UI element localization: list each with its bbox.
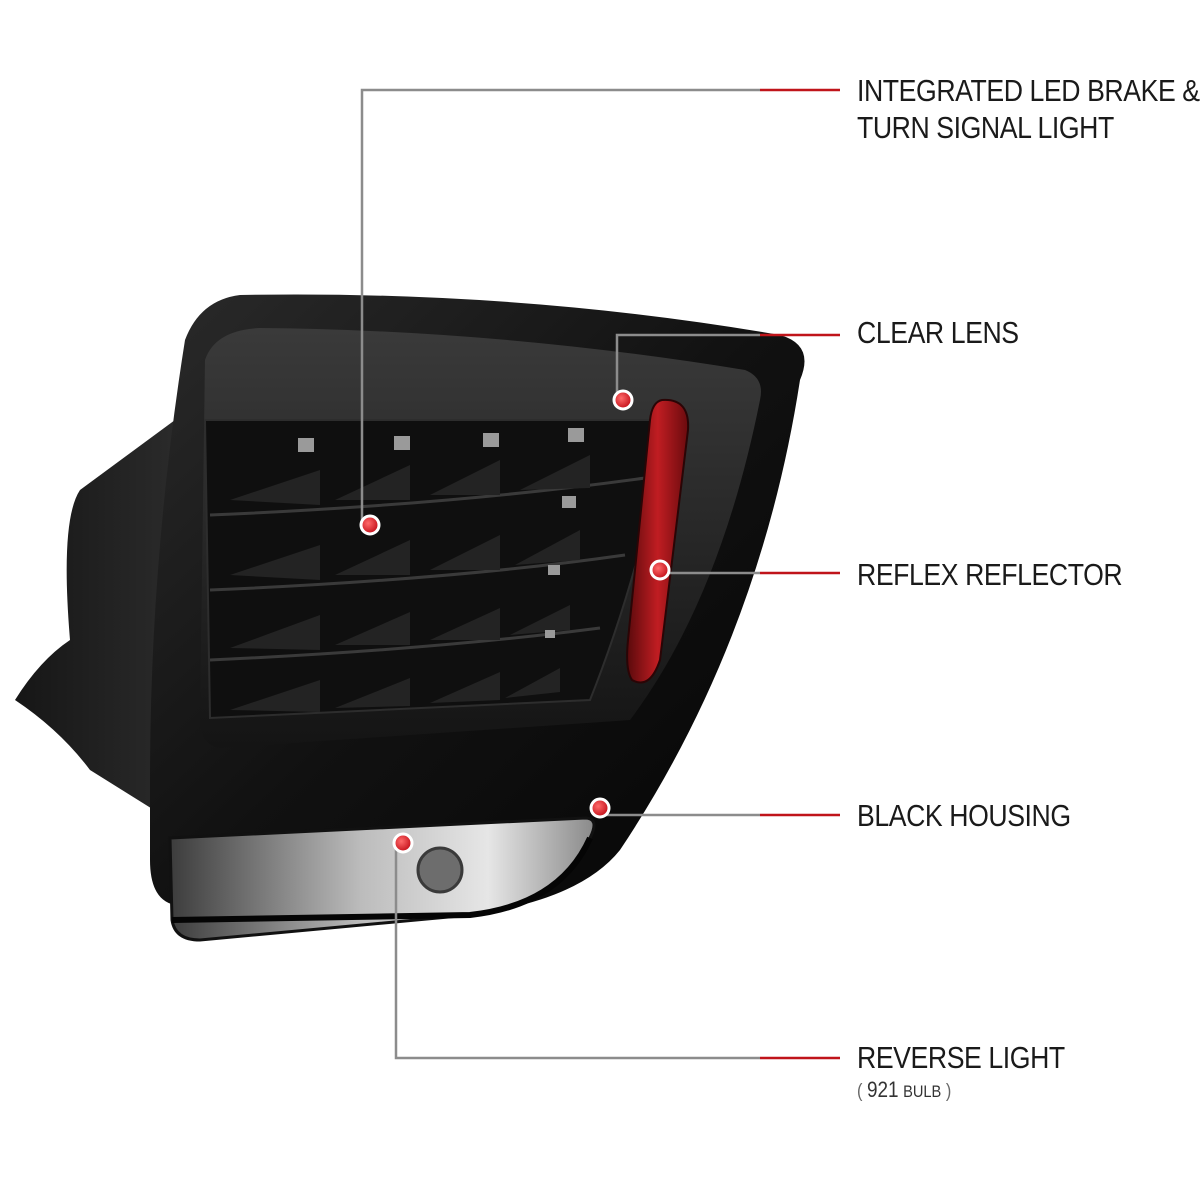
callout-led-line-1: INTEGRATED LED BRAKE & xyxy=(857,73,1200,108)
callout-reverse-label: REVERSE LIGHT ( 921 BULB ) xyxy=(857,1039,1065,1104)
callout-led-line-2: TURN SIGNAL LIGHT xyxy=(857,110,1114,145)
note-close-paren: ) xyxy=(945,1081,952,1102)
callout-led-label: INTEGRATED LED BRAKE & TURN SIGNAL LIGHT xyxy=(857,72,1200,146)
marker-reverse-dot xyxy=(392,832,414,854)
reverse-light-edge xyxy=(171,836,593,923)
marker-lens-dot xyxy=(612,389,634,411)
led-cells xyxy=(230,455,590,712)
note-bulb-number: 921 xyxy=(866,1077,899,1102)
callout-lens-label: CLEAR LENS xyxy=(857,314,1019,351)
callout-reflector-label: REFLEX REFLECTOR xyxy=(857,556,1123,593)
housing-wing xyxy=(15,420,180,820)
note-open-paren: ( xyxy=(857,1081,863,1102)
callout-reflector-line-1: REFLEX REFLECTOR xyxy=(857,557,1123,592)
callout-lens-line-1: CLEAR LENS xyxy=(857,315,1019,350)
reverse-bulb xyxy=(416,846,464,894)
note-bulb-word: BULB xyxy=(903,1082,942,1101)
callout-housing-label: BLACK HOUSING xyxy=(857,797,1071,834)
marker-led-dot xyxy=(359,514,381,536)
callout-reverse-line-1: REVERSE LIGHT xyxy=(857,1040,1065,1075)
marker-reflector-dot xyxy=(649,559,671,581)
reflex-reflector xyxy=(626,398,690,684)
marker-housing-dot xyxy=(589,797,611,819)
callout-markers xyxy=(359,389,671,854)
led-chips xyxy=(298,428,584,638)
callout-reverse-note: ( 921 BULB ) xyxy=(857,1078,1065,1104)
callout-housing-line-1: BLACK HOUSING xyxy=(857,798,1071,833)
